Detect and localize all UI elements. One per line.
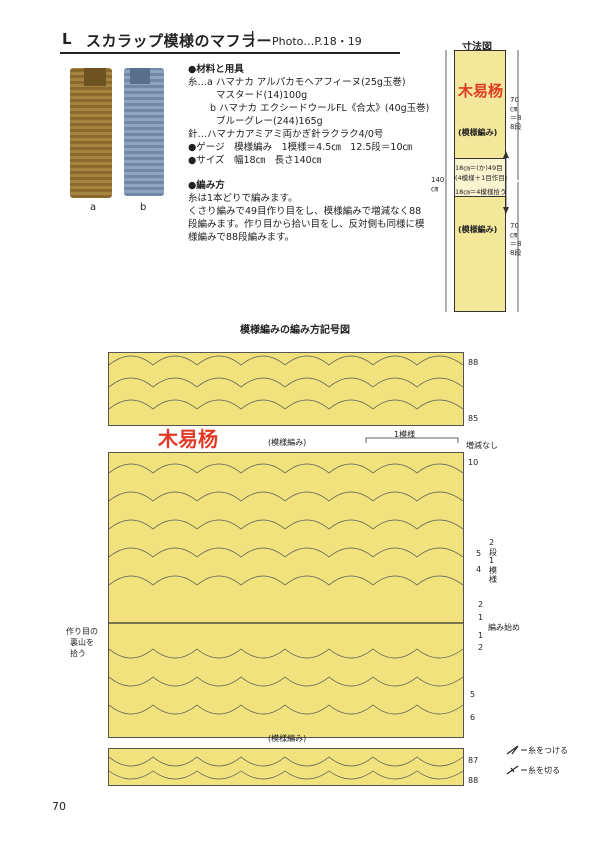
diagram-start-3: 18㎝＝4模様拾う: [455, 188, 507, 196]
legend-cut-yarn: ＝糸を切る: [520, 766, 560, 775]
gauge-line: ●ゲージ 模様編み 1模様＝4.5㎝ 12.5段＝10㎝: [188, 142, 412, 153]
diagram-dim-top: 70㎝＝88段: [510, 96, 522, 131]
pattern-label-bottom: (模様編み): [268, 734, 307, 743]
yarn-a-line-2: マスタード(14)100g: [216, 90, 308, 101]
row-label-88: 88: [468, 358, 479, 367]
no-increase-label: 増減なし: [466, 441, 498, 450]
yarn-b-line-2: ブルーグレー(244)165g: [216, 116, 323, 127]
diagram-start-2: (4模様＋1目作目): [455, 174, 508, 182]
scarf-photo-b-fold: [130, 68, 150, 84]
scallop-pattern-bottom: [108, 756, 464, 780]
attach-yarn-icon: [506, 745, 519, 755]
photo-reference: Photo…P.18・19: [272, 35, 362, 48]
start-label: 編み始め: [488, 623, 520, 632]
photo-label-b: b: [140, 202, 147, 213]
repeat-note-3: 1: [489, 556, 495, 565]
method-heading: ●編み方: [188, 180, 225, 191]
scarf-photo-a: [70, 68, 112, 198]
diagram-panel-top: [454, 50, 506, 160]
row-label-6-bottom: 6: [470, 713, 476, 722]
method-line-1: 糸は1本どりで編みます。: [188, 193, 298, 204]
row-label-1-top: 1: [478, 613, 484, 622]
cut-yarn-icon: [506, 765, 519, 775]
diagram-pattern-bottom: (模様編み): [458, 225, 498, 234]
diagram-start-1: 18㎝＝(か)49目: [455, 164, 503, 172]
repeat-bracket: [365, 437, 459, 443]
diagram-watermark: 木易杨: [458, 82, 504, 100]
repeat-note-2: 段: [489, 548, 497, 557]
row-label-2-top: 2: [478, 600, 484, 609]
yarn-b-line-1: b ハマナカ エクシードウールFL《合太》(40g玉巻): [210, 103, 430, 114]
diagram-pattern-top: (模様編み): [458, 128, 498, 137]
method-line-3: 段編みます。作り目から拾い目をし、反対側も同様に模: [188, 219, 425, 230]
scarf-photo-a-fold: [84, 68, 106, 86]
pattern-label-top: (模様編み): [268, 438, 307, 447]
scarf-photo-b: [124, 68, 164, 196]
scallop-pattern-middle: [108, 463, 464, 715]
chart-band-middle: [108, 452, 464, 738]
repeat-note-1: 2: [489, 538, 495, 547]
dimension-diagram-title: 寸法図: [462, 42, 492, 53]
page-title: スカラップ模様のマフラー: [86, 32, 273, 50]
row-label-87: 87: [468, 756, 479, 765]
chart-title: 模様編みの編み方記号図: [240, 325, 350, 336]
hook-line: 針…ハマナカアミアミ両かぎ針ラクラク4/0号: [188, 129, 384, 140]
section-letter: L: [62, 30, 72, 48]
row-label-2-bottom: 2: [478, 643, 484, 652]
row-label-4-top: 4: [476, 565, 482, 574]
chart-watermark: 木易杨: [158, 427, 218, 451]
diagram-dim-total: 140㎝: [431, 176, 445, 193]
row-label-85: 85: [468, 414, 479, 423]
diagram-panel-bottom: [454, 196, 506, 312]
pickup-note-3: 拾う: [70, 649, 86, 658]
method-line-2: くさり編みで49目作り目をし、模様編みで増減なく88: [188, 206, 422, 217]
row-label-5-top: 5: [476, 549, 482, 558]
chart-band-top: [108, 352, 464, 426]
pickup-note-1: 作り目の: [66, 627, 98, 636]
repeat-label: 1模様: [394, 430, 416, 439]
row-label-88-bottom: 88: [468, 776, 479, 785]
diagram-dim-bottom: 70㎝＝88段: [510, 222, 522, 257]
row-label-10: 10: [468, 458, 479, 467]
row-label-5-bottom: 5: [470, 690, 476, 699]
repeat-note-4: 模: [489, 566, 497, 575]
scallop-pattern-top: [108, 355, 464, 410]
method-line-4: 様編みで88段編みます。: [188, 232, 295, 243]
title-rule: [60, 52, 400, 54]
legend-attach-yarn: ＝糸をつける: [520, 746, 568, 755]
dimension-lines: [445, 50, 519, 312]
repeat-note-5: 様: [489, 575, 497, 584]
yarn-a-line-1: 糸…a ハマナカ アルパカモヘアフィーヌ(25g玉巻): [188, 77, 406, 88]
page-number: 70: [52, 800, 66, 813]
materials-heading: ●材料と用具: [188, 64, 244, 75]
row-label-1-bottom: 1: [478, 631, 484, 640]
size-line: ●サイズ 幅18㎝ 長さ140㎝: [188, 155, 322, 166]
photo-label-a: a: [90, 202, 97, 213]
chart-band-bottom: [108, 748, 464, 786]
pickup-note-2: 裏山を: [70, 638, 94, 647]
title-separator: |: [250, 28, 256, 47]
